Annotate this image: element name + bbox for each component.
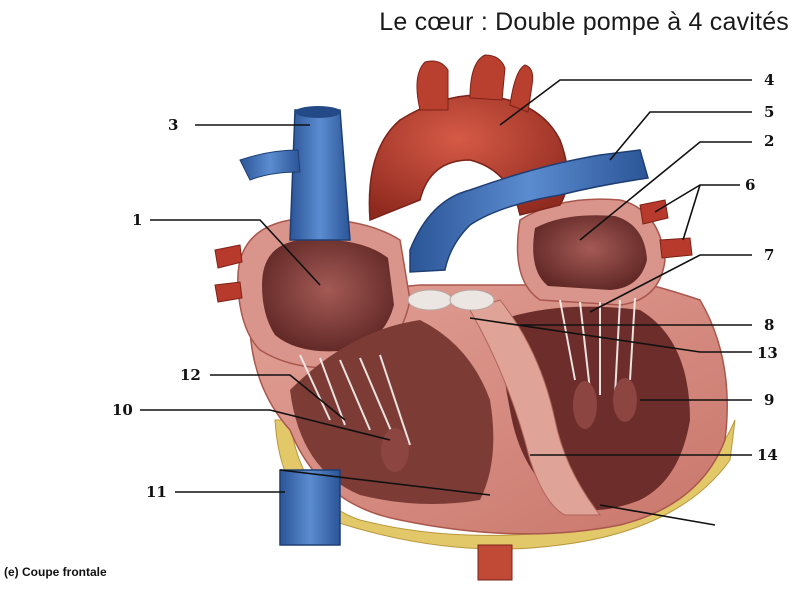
label-6: 6: [745, 176, 755, 194]
label-12: 12: [180, 366, 201, 384]
pulmonary-vein-left-2: [215, 282, 242, 302]
label-1: 1: [132, 211, 142, 229]
vena-cava-branch: [240, 150, 300, 180]
inferior-vena-cava: [280, 470, 340, 545]
papillary-muscle-left-a: [573, 381, 597, 429]
label-8: 8: [764, 316, 774, 334]
aortic-valve: [450, 290, 494, 310]
label-5: 5: [764, 103, 774, 121]
pulmonary-vein-left-1: [215, 245, 242, 268]
descending-aorta: [478, 545, 512, 580]
label-10: 10: [112, 401, 133, 419]
papillary-muscle-left-b: [613, 378, 637, 422]
figure-caption: (e) Coupe frontale: [4, 565, 107, 579]
label-9: 9: [764, 391, 774, 409]
page-title: Le cœur : Double pompe à 4 cavités: [0, 8, 789, 37]
label-11: 11: [146, 483, 167, 501]
pulmonary-vein-lower: [660, 238, 692, 258]
label-13: 13: [757, 344, 778, 362]
label-2: 2: [764, 132, 774, 150]
label-14: 14: [757, 446, 778, 464]
left-atrium-cavity: [533, 215, 647, 290]
aortic-branch-3: [510, 65, 533, 112]
aortic-branch-2: [470, 55, 505, 100]
aortic-branch-1: [417, 61, 448, 110]
superior-vena-cava: [290, 110, 350, 240]
label-4: 4: [764, 71, 774, 89]
label-7: 7: [764, 246, 774, 264]
pulmonary-vein-upper: [640, 200, 668, 224]
papillary-muscle-right: [381, 428, 409, 472]
label-3: 3: [168, 116, 178, 134]
vena-cava-opening: [295, 106, 341, 118]
pulmonary-valve: [408, 290, 452, 310]
